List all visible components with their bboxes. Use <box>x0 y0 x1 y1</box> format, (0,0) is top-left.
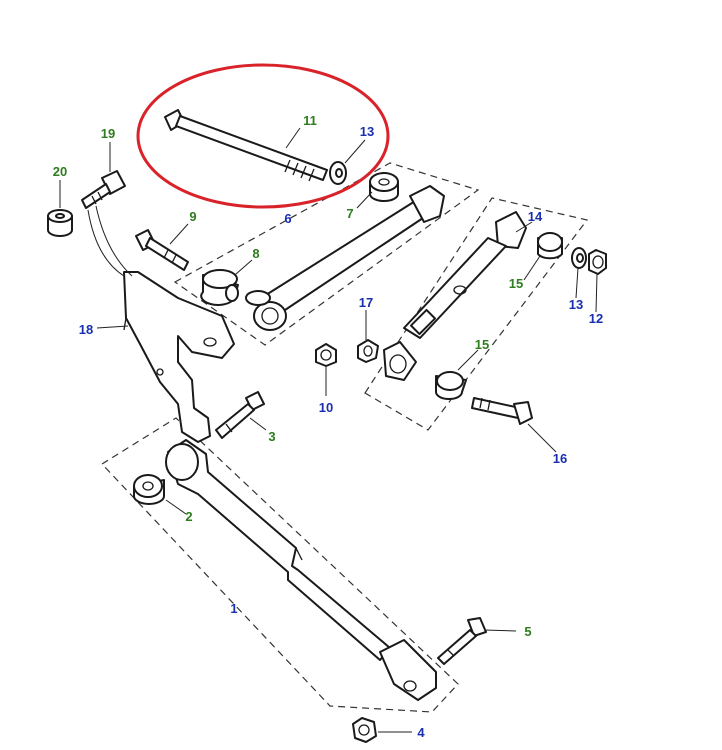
callout-7: 7 <box>346 206 353 221</box>
bush-7 <box>369 172 399 202</box>
callout-9: 9 <box>189 209 196 224</box>
adjustable-link-14 <box>383 211 527 381</box>
callout-20: 20 <box>53 164 67 179</box>
lower-link-1 <box>165 439 437 701</box>
assembly-outline-upper-link <box>173 162 480 346</box>
callout-10: 10 <box>319 400 333 415</box>
callout-6: 6 <box>284 211 291 226</box>
washer-13-right <box>571 247 587 269</box>
callout-2: 2 <box>185 509 192 524</box>
assembly-outline-lower-link <box>101 417 459 713</box>
callout-labels: 20 19 9 8 11 13 6 7 18 17 10 14 15 13 12… <box>53 113 603 740</box>
highlight-ellipse <box>136 63 390 209</box>
callout-4: 4 <box>417 725 425 740</box>
callout-13-right: 13 <box>569 297 583 312</box>
bush-15-lower <box>435 371 467 400</box>
callout-1: 1 <box>230 601 237 616</box>
nut-10 <box>315 343 337 367</box>
bolt-3 <box>215 391 265 439</box>
bolt-16 <box>471 397 533 425</box>
washer-13-top <box>329 161 347 185</box>
bolt-19 <box>81 170 126 209</box>
callout-3: 3 <box>268 429 275 444</box>
spacer-20 <box>47 209 73 237</box>
bolt-9 <box>135 229 189 271</box>
bush-15-upper <box>537 232 563 260</box>
callout-12: 12 <box>589 311 603 326</box>
nut-12 <box>588 249 607 275</box>
callout-5: 5 <box>524 624 531 639</box>
upper-link-6 <box>245 185 445 331</box>
bush-8 <box>200 269 239 306</box>
leader-lines <box>59 127 598 733</box>
callout-11: 11 <box>303 113 317 128</box>
callout-8: 8 <box>252 246 259 261</box>
callout-14: 14 <box>528 209 543 224</box>
long-bolt-11 <box>164 109 328 182</box>
callout-17: 17 <box>359 295 373 310</box>
nut-4 <box>352 717 377 743</box>
callout-16: 16 <box>553 451 567 466</box>
callout-18: 18 <box>79 322 93 337</box>
nut-17 <box>357 339 379 363</box>
bolt-5 <box>437 617 487 665</box>
callout-19: 19 <box>101 126 115 141</box>
callout-15-upper: 15 <box>509 276 523 291</box>
callout-13-top: 13 <box>360 124 374 139</box>
bush-2 <box>133 474 165 505</box>
assembly-outline-adjustable-link <box>364 197 589 431</box>
callout-15-lower: 15 <box>475 337 489 352</box>
bracket-18 <box>123 271 235 443</box>
